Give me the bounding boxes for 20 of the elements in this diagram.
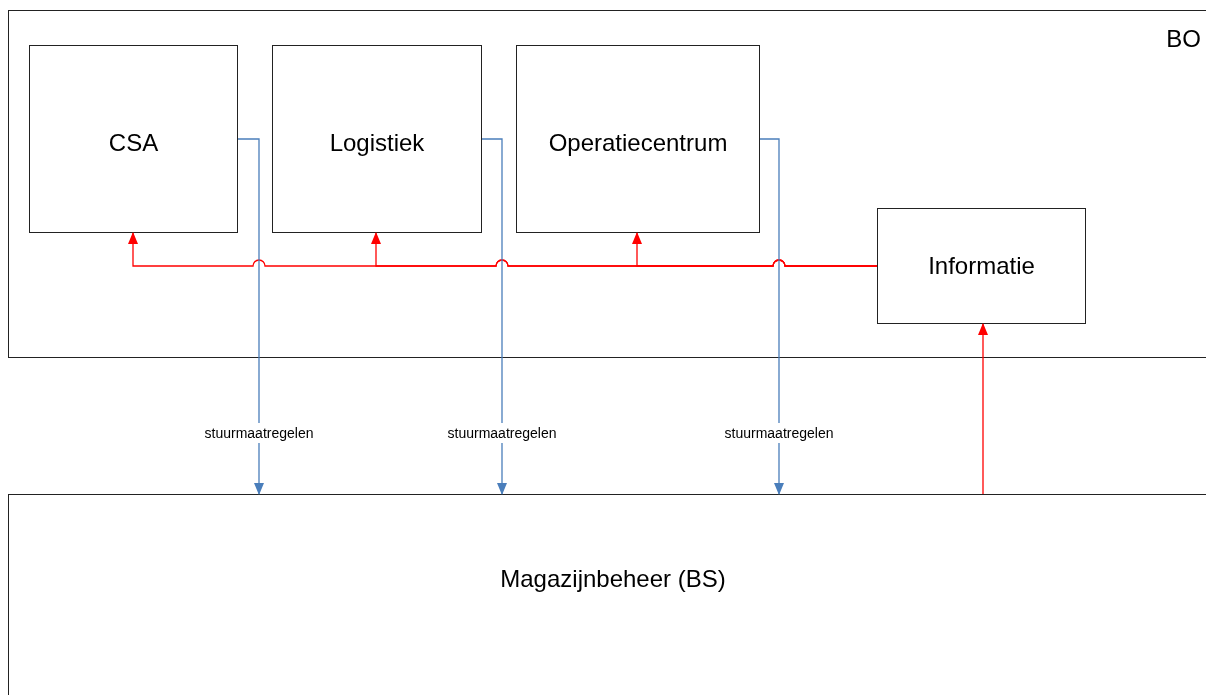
box-label: Magazijnbeheer (BS) <box>500 565 726 593</box>
arrow <box>237 138 264 495</box>
process-box <box>877 208 1086 324</box>
edge-label: stuurmaatregelen <box>724 423 834 443</box>
arrow <box>978 323 988 495</box>
edge-label: stuurmaatregelen <box>447 423 557 443</box>
arrow <box>481 138 507 495</box>
edge-label: stuurmaatregelen <box>204 423 314 443</box>
box-label: BO <box>1166 25 1201 53</box>
box-label: Operatiecentrum <box>548 129 728 157</box>
box-label: CSA <box>108 129 159 157</box>
box-label: Informatie <box>928 252 1035 280</box>
arrow <box>632 232 878 267</box>
arrow <box>759 138 784 495</box>
organization-frame <box>8 10 1206 358</box>
box-label: Logistiek <box>329 129 425 157</box>
process-box <box>272 45 482 233</box>
process-box <box>29 45 238 233</box>
process-band <box>8 494 1206 695</box>
process-box <box>516 45 760 233</box>
